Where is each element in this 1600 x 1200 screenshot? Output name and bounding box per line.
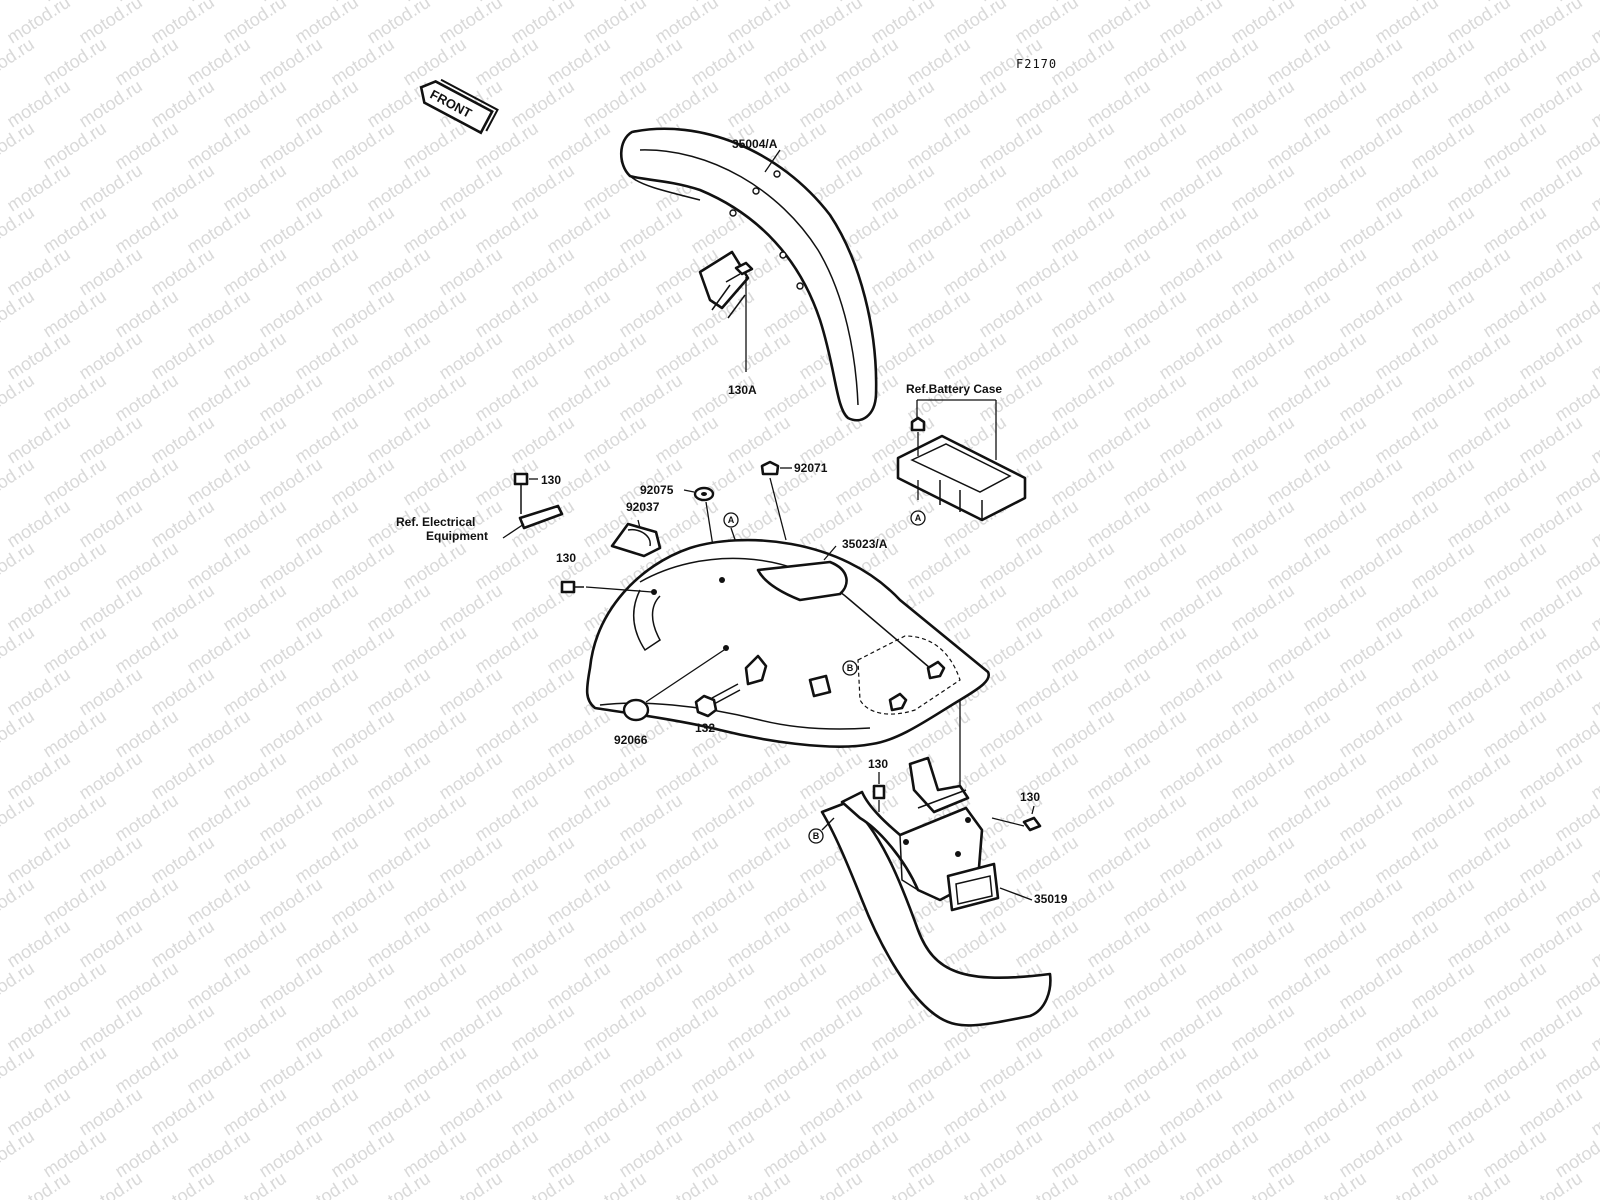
callout-front-fender: 35004/A <box>732 137 778 151</box>
callout-bolt-132: 132 <box>695 721 715 735</box>
svg-text:B: B <box>813 831 820 841</box>
electrical-bolt-130 <box>502 472 564 539</box>
svg-text:A: A <box>915 513 922 523</box>
callout-grommet-92071: 92071 <box>794 461 828 475</box>
callout-bolt-130-flap-right: 130 <box>1020 790 1040 804</box>
svg-text:A: A <box>728 515 735 525</box>
callout-bolt-130-left: 130 <box>556 551 576 565</box>
leader-rear-flap <box>999 887 1033 901</box>
figure-id: F2170 <box>1016 57 1057 71</box>
bolt-132 <box>694 683 741 718</box>
callout-rear-fender: 35023/A <box>842 537 888 551</box>
grommet-92071 <box>760 460 792 541</box>
marker-a-battery: A <box>910 510 926 526</box>
svg-text:B: B <box>847 663 854 673</box>
marker-b-fender: B <box>842 660 858 676</box>
callout-bolt-130-flap-left: 130 <box>868 757 888 771</box>
callout-electrical-ref-1: Ref. Electrical <box>396 515 475 529</box>
callout-damper-92075: 92075 <box>640 483 674 497</box>
bolt-130-flap-right <box>991 805 1042 832</box>
cap-92066 <box>622 649 725 722</box>
battery-case-ref <box>896 399 1027 522</box>
callout-front-bolt: 130A <box>728 383 757 397</box>
leader-rear-fender <box>823 545 837 561</box>
bolt-130-left <box>560 580 653 594</box>
marker-b-flap: B <box>808 817 835 844</box>
callout-rear-flap: 35019 <box>1034 892 1068 906</box>
rear-flap <box>820 756 1052 1027</box>
callout-battery-ref: Ref.Battery Case <box>906 382 1002 396</box>
bolt-130a <box>725 261 754 372</box>
callout-bolt-130-upper: 130 <box>541 473 561 487</box>
callout-electrical-ref-2: Equipment <box>426 529 488 543</box>
bolt-130-flap-left <box>872 772 886 812</box>
clamp-92037 <box>610 519 662 558</box>
front-fender <box>619 127 878 422</box>
front-arrow: FRONT <box>419 78 499 135</box>
callout-cap-92066: 92066 <box>614 733 648 747</box>
callout-clamp-92037: 92037 <box>626 500 660 514</box>
